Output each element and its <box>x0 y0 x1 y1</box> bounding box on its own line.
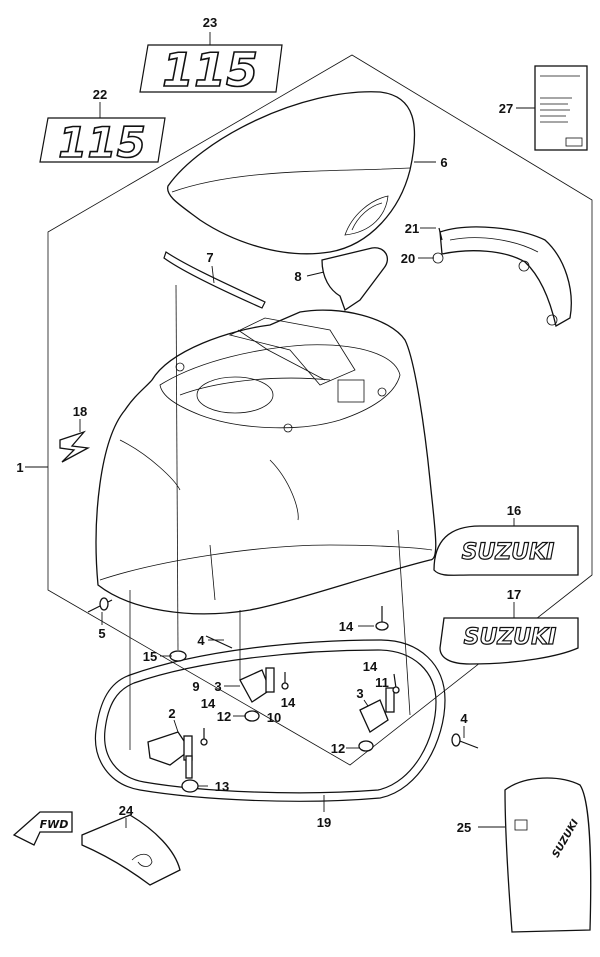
pin-5 <box>87 597 113 613</box>
bolt-15 <box>375 606 389 631</box>
parts-bag <box>81 814 181 886</box>
callout-25: 24 <box>119 803 134 818</box>
callout-4-left: 4 <box>197 633 205 648</box>
fwd-direction-arrow: FWD <box>12 811 73 846</box>
grommet-13 <box>181 779 199 793</box>
callout-21: 20 <box>401 251 415 266</box>
callout-9: 9 <box>192 679 199 694</box>
callout-6: 6 <box>440 155 447 170</box>
callout-12-center: 12 <box>217 709 231 724</box>
callout-10: 10 <box>267 710 281 725</box>
screw-22 <box>438 227 443 241</box>
bracket-10 <box>265 667 275 693</box>
callout-15: 14 <box>339 619 354 634</box>
grommet-16 <box>169 650 187 662</box>
grommet-12-right <box>358 740 374 752</box>
upper-cover <box>167 91 416 255</box>
suzuki-emblem <box>59 430 91 463</box>
model-decal-23: 115 <box>39 117 166 168</box>
pin-4-left <box>205 635 233 649</box>
callout-5: 5 <box>98 626 105 641</box>
rear-handle <box>432 226 572 327</box>
callout-24: 23 <box>203 15 217 30</box>
bracket-11 <box>385 687 395 713</box>
lower-seal <box>94 639 446 802</box>
fwd-direction-label: FWD <box>40 818 69 831</box>
latch-left <box>147 731 193 766</box>
brand-decal-17-text: SUZUKI <box>462 540 555 565</box>
callout-26: 25 <box>457 820 471 835</box>
callout-20: 19 <box>317 815 331 830</box>
pin-4-right <box>451 733 479 749</box>
callout-13: 13 <box>215 779 229 794</box>
assembly-boundary <box>47 54 593 766</box>
callout-1: 1 <box>16 460 23 475</box>
lower-engine-cover <box>95 309 437 615</box>
callout-12-right: 12 <box>331 741 345 756</box>
model-decal-24: 115 <box>139 42 283 98</box>
callout-14-left: 14 <box>201 696 216 711</box>
callout-8: 8 <box>294 269 301 284</box>
callout-27: 27 <box>499 101 513 116</box>
callout-11: 11 <box>375 675 389 690</box>
pin-9 <box>185 755 193 779</box>
callout-3-center: 3 <box>214 679 221 694</box>
callout-16: 15 <box>143 649 157 664</box>
callout-22: 21 <box>405 221 419 236</box>
bolt-14-center <box>281 672 289 690</box>
brand-decal-18: SUZUKI <box>439 617 579 665</box>
callout-7: 7 <box>206 250 213 265</box>
grommet-12-center <box>244 710 260 722</box>
callout-2: 2 <box>168 706 175 721</box>
seal-strip <box>163 251 266 309</box>
latch-right <box>359 699 389 733</box>
callout-19: 18 <box>73 404 87 419</box>
brand-decal-17: SUZUKI <box>433 525 579 576</box>
callout-18: 17 <box>507 587 521 602</box>
callout-17: 16 <box>507 503 521 518</box>
brand-decal-18-text: SUZUKI <box>464 625 557 650</box>
model-decal-24-text: 115 <box>162 43 258 97</box>
leader-lines <box>25 32 535 828</box>
small-cover <box>321 247 388 312</box>
callout-23: 22 <box>93 87 107 102</box>
callout-14-center: 14 <box>281 695 296 710</box>
outboard-cover: SUZUKI <box>504 777 592 933</box>
bolt-14-left <box>200 728 208 746</box>
callout-4-right: 4 <box>460 711 468 726</box>
bolt-14-right <box>392 673 400 694</box>
owners-manual <box>534 65 588 151</box>
callout-3-right: 3 <box>356 686 363 701</box>
model-decal-23-text: 115 <box>58 118 146 167</box>
callout-14-right: 14 <box>363 659 378 674</box>
